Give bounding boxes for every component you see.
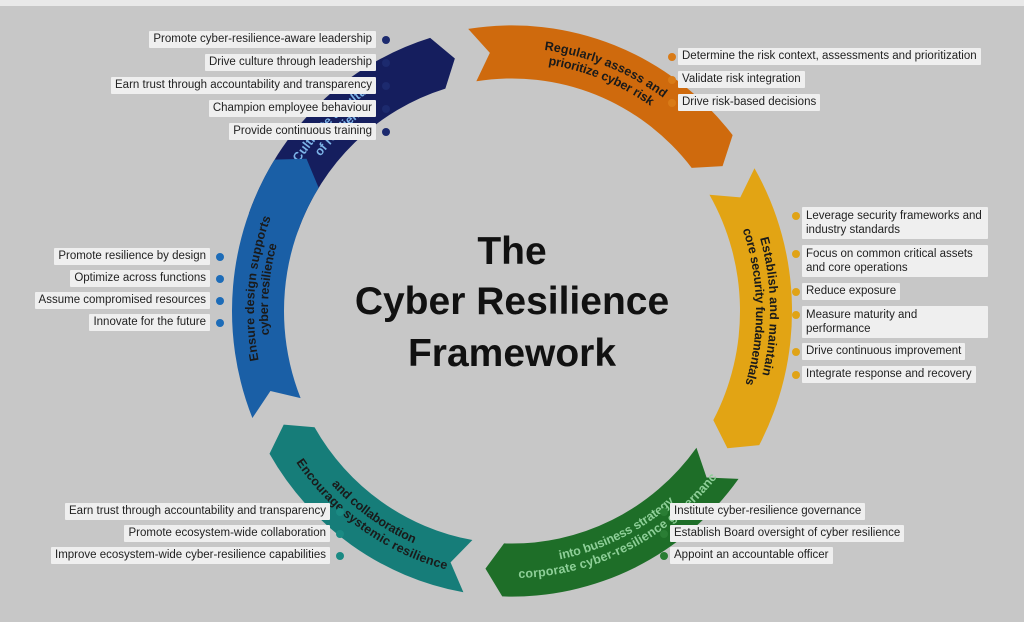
segment-4-bullet-1: Institute cyber-resilience governance bbox=[670, 503, 866, 520]
bullet-dot bbox=[216, 275, 224, 283]
segment-1-bullet-5: Provide continuous training bbox=[229, 123, 376, 140]
segment-4-bullet-3: Appoint an accountable officer bbox=[670, 547, 833, 564]
bullet-dot bbox=[382, 36, 390, 44]
ring-segment-6 bbox=[231, 158, 319, 418]
bullet-dot bbox=[216, 319, 224, 327]
framework-title-line-3: Framework bbox=[407, 332, 617, 375]
top-strip bbox=[0, 0, 1024, 6]
segment-1-bullet-3: Earn trust through accountability and tr… bbox=[111, 77, 376, 94]
segment-1-bullet-4: Champion employee behaviour bbox=[208, 100, 376, 117]
ring-segment-2 bbox=[468, 25, 733, 168]
bullet-dot bbox=[336, 530, 344, 538]
bullet-dot bbox=[336, 552, 344, 560]
segment-6-bullet-4: Innovate for the future bbox=[89, 314, 210, 331]
segment-1-bullet-1: Promote cyber-resilience-aware leadershi… bbox=[149, 31, 376, 48]
bullet-dot bbox=[382, 105, 390, 113]
bullet-dot bbox=[336, 508, 344, 516]
bullet-dot bbox=[792, 371, 800, 379]
bullet-dot bbox=[660, 530, 668, 538]
segment-6-bullet-3: Assume compromised resources bbox=[34, 292, 210, 309]
bullet-dot bbox=[216, 297, 224, 305]
bullet-dot bbox=[382, 59, 390, 67]
bullet-dot bbox=[382, 128, 390, 136]
segment-2-bullet-3: Drive risk-based decisions bbox=[678, 94, 821, 111]
bullet-dot bbox=[216, 253, 224, 261]
bullet-dot bbox=[792, 250, 800, 258]
segment-3-bullet-6: Integrate response and recovery bbox=[802, 366, 976, 383]
ring-segment-3 bbox=[709, 168, 792, 449]
segment-3-bullet-3: Reduce exposure bbox=[802, 283, 901, 300]
ring-segment-5 bbox=[269, 424, 473, 593]
segment-5-bullet-1: Earn trust through accountability and tr… bbox=[65, 503, 330, 520]
segment-3-bullet-5: Drive continuous improvement bbox=[802, 343, 966, 360]
segment-3-bullet-2: Focus on common critical assets and core… bbox=[802, 245, 988, 277]
segment-4-bullet-2: Establish Board oversight of cyber resil… bbox=[670, 525, 905, 542]
bullet-dot bbox=[668, 76, 676, 84]
segment-1-bullet-2: Drive culture through leadership bbox=[204, 54, 376, 71]
bullet-dot bbox=[660, 508, 668, 516]
segment-2-bullet-2: Validate risk integration bbox=[678, 71, 805, 88]
bullet-dot bbox=[382, 82, 390, 90]
segment-6-bullet-2: Optimize across functions bbox=[70, 270, 210, 287]
segment-5-bullet-2: Promote ecosystem-wide collaboration bbox=[124, 525, 330, 542]
segment-6-bullet-1: Promote resilience by design bbox=[54, 248, 210, 265]
segment-3-bullet-1: Leverage security frameworks and industr… bbox=[802, 207, 988, 239]
framework-title-line-1: The bbox=[477, 230, 547, 273]
bullet-dot bbox=[792, 212, 800, 220]
bullet-dot bbox=[660, 552, 668, 560]
segment-2-bullet-1: Determine the risk context, assessments … bbox=[678, 48, 981, 65]
bullet-dot bbox=[668, 99, 676, 107]
segment-3-bullet-4: Measure maturity and performance bbox=[802, 306, 988, 338]
bullet-dot bbox=[792, 311, 800, 319]
bullet-dot bbox=[792, 348, 800, 356]
bullet-dot bbox=[792, 288, 800, 296]
framework-title-line-2: Cyber Resilience bbox=[354, 280, 670, 323]
segment-5-bullet-3: Improve ecosystem-wide cyber-resilience … bbox=[51, 547, 330, 564]
ring-segment-4 bbox=[485, 447, 739, 597]
bullet-dot bbox=[668, 53, 676, 61]
